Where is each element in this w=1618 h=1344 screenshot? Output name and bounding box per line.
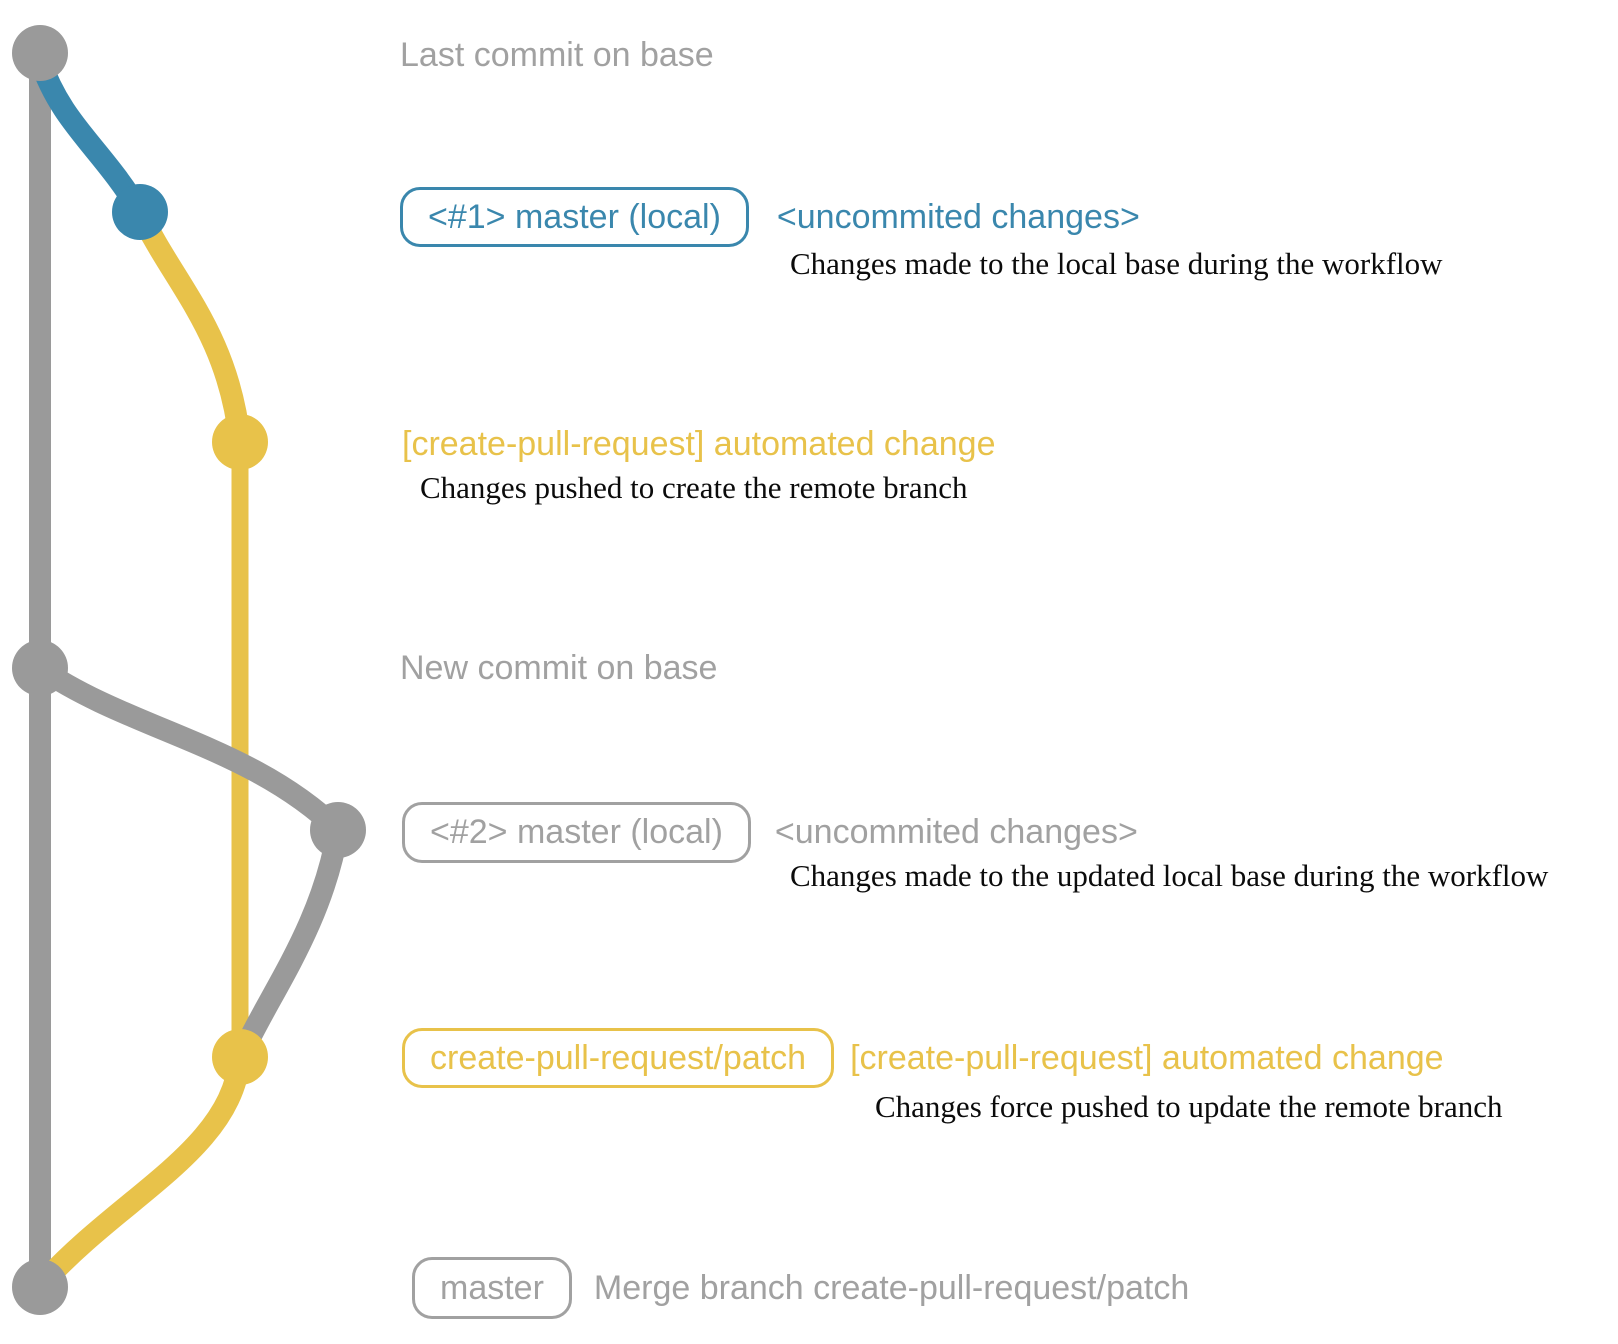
commit-dot-patch-2 (212, 1029, 268, 1085)
push-caption: Changes pushed to create the remote bran… (420, 470, 968, 505)
commit-dot-new-base (12, 640, 68, 696)
branch-tag-label: <#2> master (local) (430, 813, 723, 851)
branch-tag-patch: create-pull-request/patch (402, 1028, 835, 1088)
uncommitted-changes-label-2: <uncommited changes> (774, 813, 1138, 851)
branch-tag-master-local-2: <#2> master (local) (402, 802, 751, 863)
merge-row: master Merge branch create-pull-request/… (412, 1257, 1189, 1319)
create-branch-edge (129, 201, 251, 453)
branch-tag-label: master (440, 1268, 544, 1307)
commit-dot-uncommitted-1 (112, 184, 168, 240)
automated-change-label-2: [create-pull-request] automated change (850, 1038, 1444, 1077)
branch-tag-master: master (412, 1257, 572, 1319)
git-graph (12, 25, 366, 1315)
force-push-caption: Changes force pushed to update the remot… (875, 1089, 1503, 1124)
annotation-new-commit-on-base: New commit on base (400, 643, 717, 693)
branch-tag-label: <#1> master (local) (428, 197, 721, 236)
uncommitted-1-row: <#1> master (local) <uncommited changes> (400, 187, 1140, 247)
commit-dot-uncommitted-2 (310, 802, 366, 858)
merge-edge (31, 1046, 251, 1295)
last-commit-label: Last commit on base (400, 35, 714, 74)
branch-tag-master-local-1: <#1> master (local) (400, 187, 749, 247)
commit-dot-last-base (12, 25, 68, 81)
uncommitted-changes-label-1: <uncommited changes> (776, 197, 1140, 236)
commit-dot-merge (12, 1259, 68, 1315)
uncommitted-2-row: <#2> master (local) <uncommited changes> (402, 802, 1138, 863)
updated-base-edge (29, 657, 349, 841)
patch-branch-row: create-pull-request/patch [create-pull-r… (402, 1028, 1444, 1088)
automated-change-row-1: [create-pull-request] automated change (402, 419, 995, 469)
annotation-last-commit-on-base: Last commit on base (400, 30, 714, 80)
branch-tag-label: create-pull-request/patch (430, 1038, 807, 1077)
automated-change-label-1: [create-pull-request] automated change (402, 424, 996, 463)
uncommitted-2-caption: Changes made to the updated local base d… (790, 858, 1549, 893)
uncommitted-1-caption: Changes made to the local base during th… (790, 246, 1443, 281)
commit-dot-patch-1 (212, 414, 268, 470)
force-push-edge (233, 819, 349, 1061)
new-commit-label: New commit on base (400, 648, 718, 687)
merge-commit-label: Merge branch create-pull-request/patch (593, 1268, 1190, 1307)
